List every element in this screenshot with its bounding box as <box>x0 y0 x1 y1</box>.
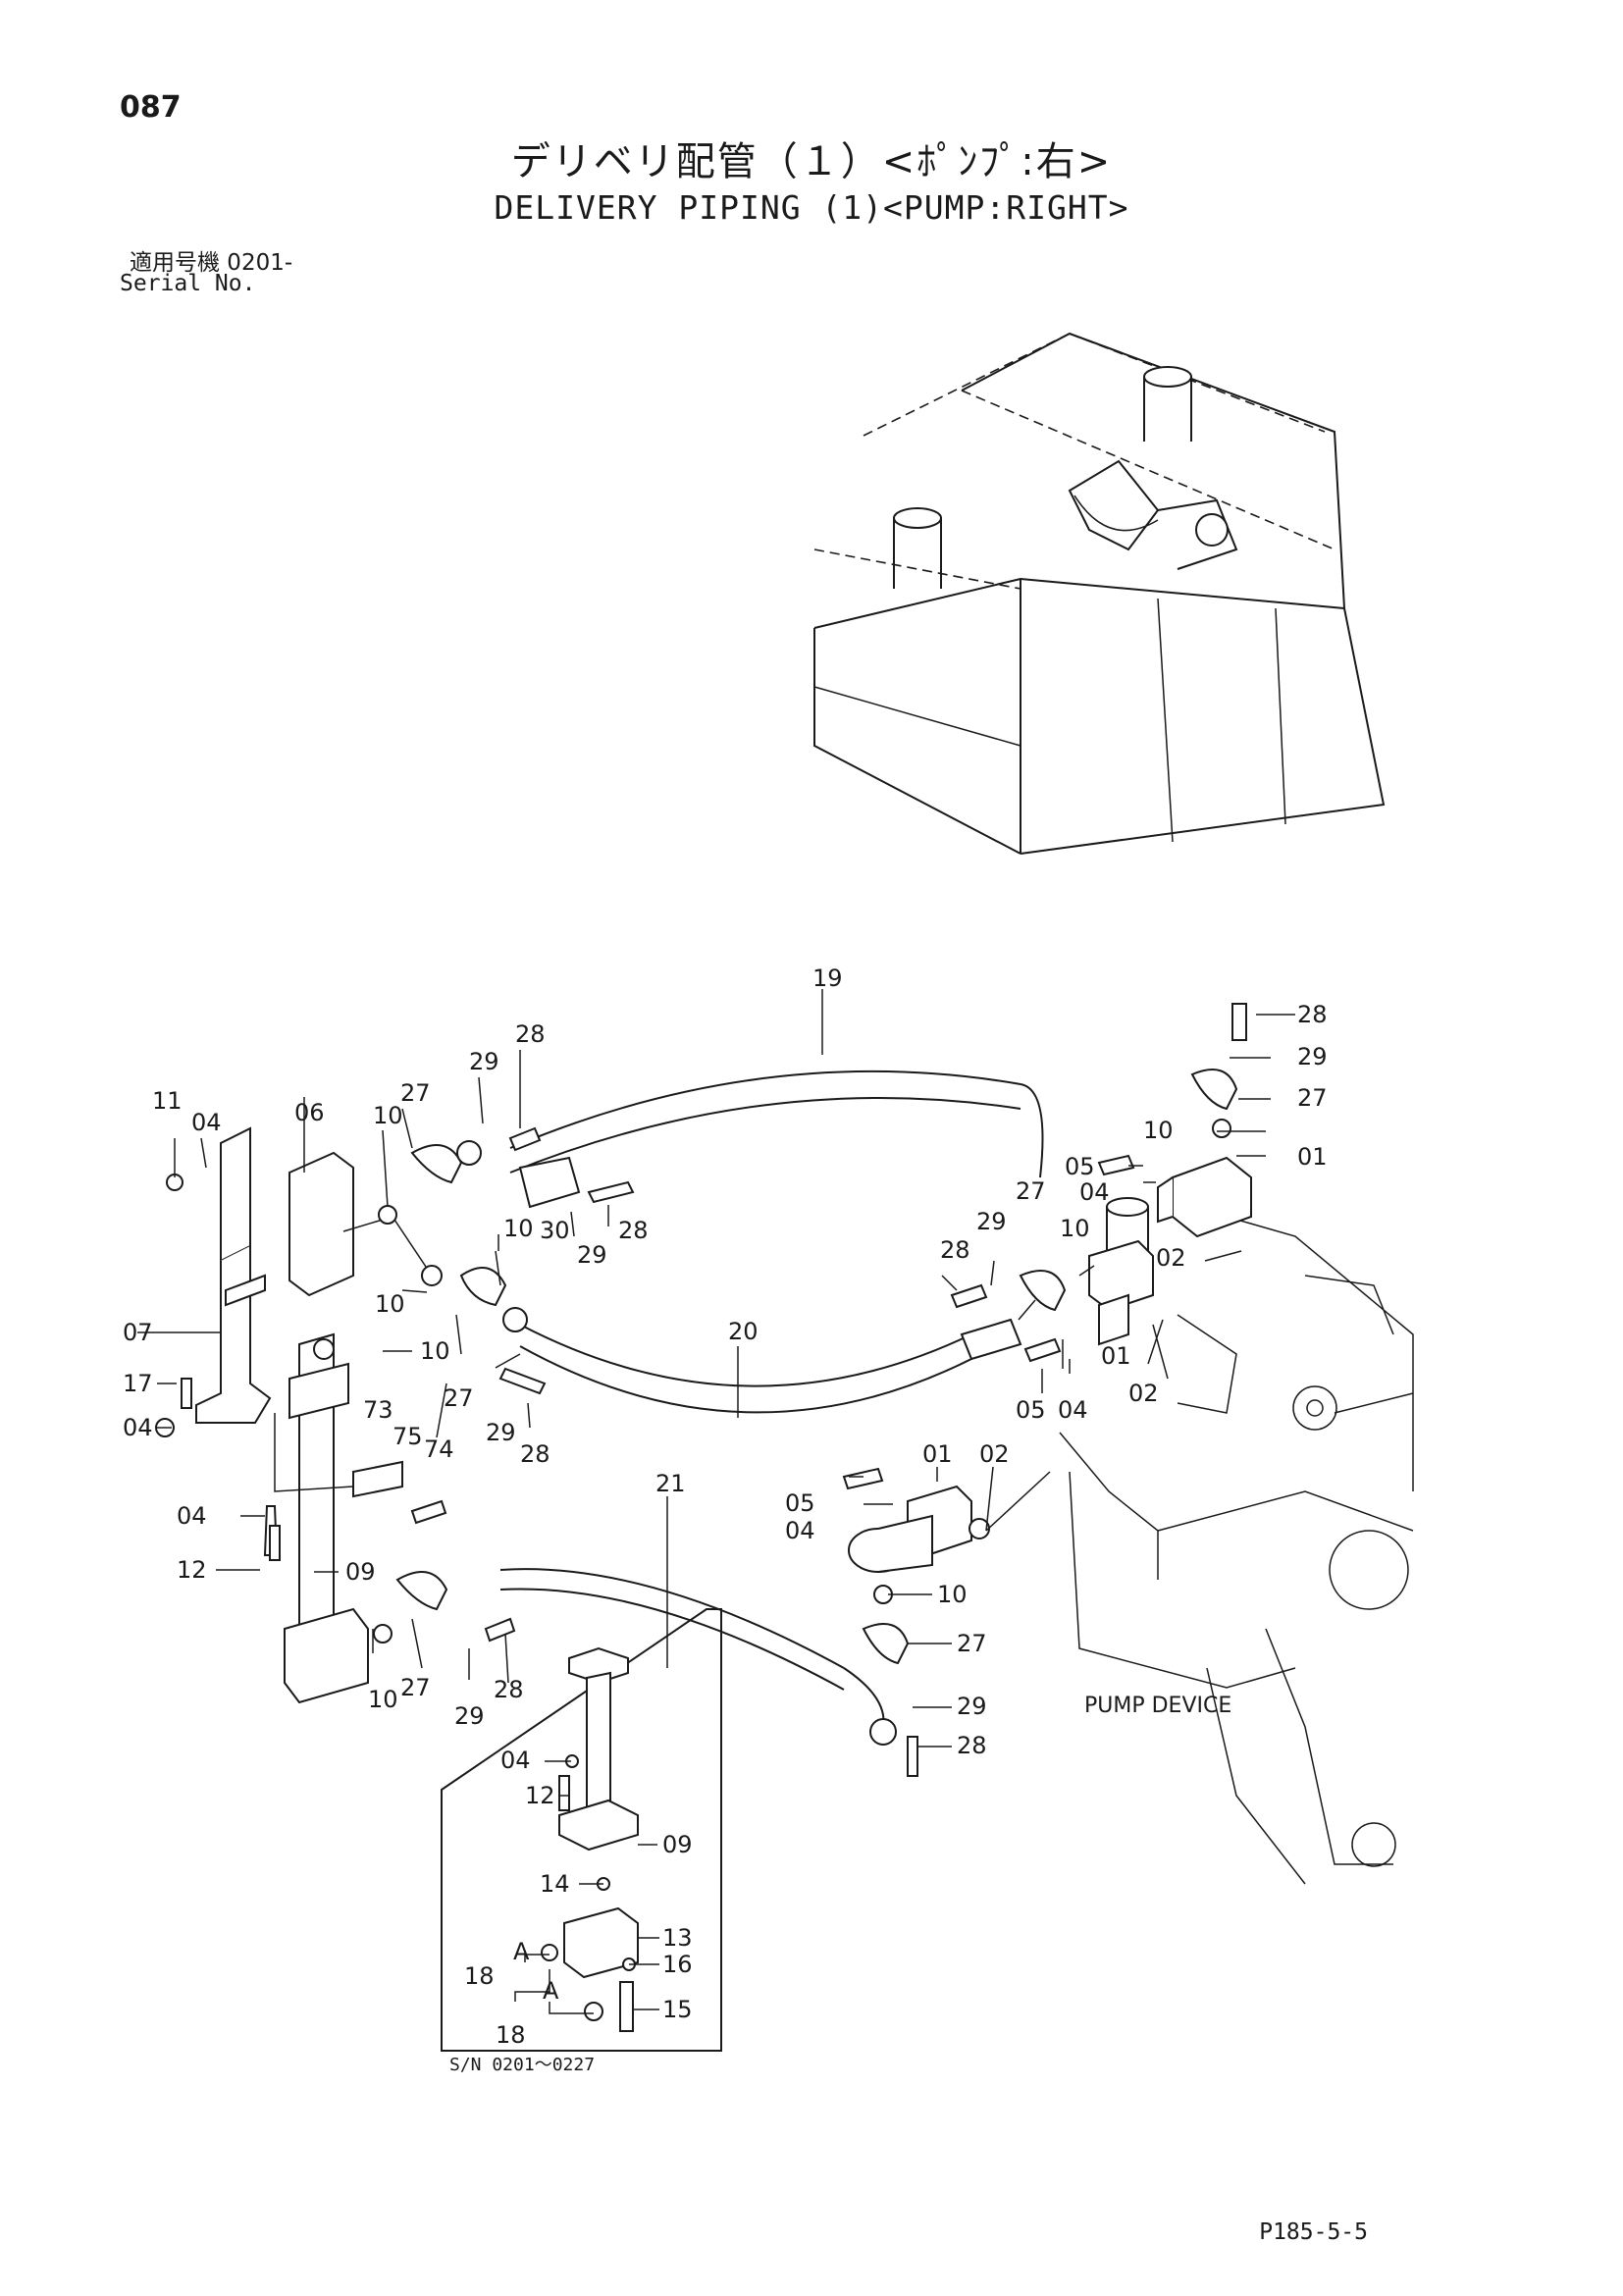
callout-10: 10 <box>1060 1215 1090 1242</box>
callout-28: 28 <box>515 1020 546 1048</box>
hose-fittings <box>313 1069 1238 1746</box>
callout-27: 27 <box>400 1674 431 1701</box>
callout-27: 27 <box>400 1079 431 1107</box>
callout-06: 06 <box>294 1099 325 1126</box>
callout-13: 13 <box>662 1924 693 1952</box>
callout-29: 29 <box>454 1702 485 1730</box>
callout-02: 02 <box>979 1440 1010 1468</box>
left-assembly-illustration <box>155 1126 433 1704</box>
callout-29: 29 <box>976 1208 1007 1235</box>
callout-29: 29 <box>957 1693 987 1720</box>
callout-09: 09 <box>662 1831 693 1858</box>
callout-10: 10 <box>373 1102 403 1129</box>
callout-07: 07 <box>123 1319 153 1346</box>
hose-19-line-b <box>509 1097 1021 1174</box>
callout-17: 17 <box>123 1370 153 1397</box>
callout-01: 01 <box>922 1440 953 1468</box>
callout-10: 10 <box>1143 1117 1174 1144</box>
callout-21: 21 <box>655 1470 686 1497</box>
callout-29: 29 <box>469 1048 499 1075</box>
callout-05: 05 <box>1065 1153 1095 1180</box>
callout-27: 27 <box>1297 1084 1328 1112</box>
callout-10: 10 <box>375 1290 405 1318</box>
hose-19-line <box>509 1070 1021 1149</box>
bolts-and-washers <box>181 1003 1247 1777</box>
callout-29: 29 <box>577 1241 607 1269</box>
callout-28: 28 <box>520 1440 550 1468</box>
callout-28: 28 <box>940 1236 970 1264</box>
page-footer-code: P185-5-5 <box>1259 2219 1368 2245</box>
callout-12: 12 <box>525 1782 555 1809</box>
callout-labels: 19 20 21 28 29 27 10 06 04 11 07 17 04 0… <box>123 965 1328 2075</box>
callout-02: 02 <box>1156 1244 1186 1272</box>
page-title-japanese: デリベリ配管（１）<ﾎﾟﾝﾌﾟ:右> <box>510 139 1113 184</box>
callout-04: 04 <box>1079 1178 1110 1206</box>
callout-04: 04 <box>191 1109 222 1136</box>
inset-serial-label: S/N 0201～0227 <box>449 2055 595 2075</box>
callout-28: 28 <box>1297 1001 1328 1028</box>
callout-04: 04 <box>123 1414 153 1441</box>
callout-10: 10 <box>420 1337 450 1365</box>
callout-A: A <box>513 1938 530 1965</box>
callout-15: 15 <box>662 1996 693 2023</box>
callout-04: 04 <box>500 1747 531 1774</box>
inset-detail-box <box>441 1608 722 2052</box>
pump-device-label: PUMP DEVICE <box>1084 1694 1231 1718</box>
serial-label-english: Serial No. <box>120 271 256 296</box>
callout-20: 20 <box>728 1318 759 1345</box>
callout-02: 02 <box>1128 1380 1159 1407</box>
callout-04: 04 <box>177 1502 207 1530</box>
machine-overview-illustration <box>813 332 1386 855</box>
callout-29: 29 <box>1297 1043 1328 1070</box>
callout-11: 11 <box>152 1087 183 1115</box>
leader-lines <box>137 989 1295 2014</box>
callout-10: 10 <box>368 1686 398 1713</box>
callout-01: 01 <box>1297 1143 1328 1171</box>
hose-21-line-b <box>499 1588 845 1691</box>
page-title-english: DELIVERY PIPING (1)<PUMP:RIGHT> <box>494 188 1129 227</box>
callout-A: A <box>543 1977 559 2005</box>
valve-units <box>848 1156 1252 1573</box>
callout-27: 27 <box>957 1630 987 1657</box>
callout-05: 05 <box>785 1489 815 1517</box>
callout-10: 10 <box>937 1581 968 1608</box>
callout-28: 28 <box>618 1217 649 1244</box>
callout-14: 14 <box>540 1870 570 1898</box>
hose-21-line <box>499 1568 845 1669</box>
hose-19-elbow <box>1020 1083 1044 1178</box>
callout-27: 27 <box>444 1384 474 1412</box>
callout-18: 18 <box>464 1962 495 1990</box>
callout-19: 19 <box>812 965 843 992</box>
callout-29: 29 <box>486 1419 516 1446</box>
callout-74: 74 <box>424 1435 454 1463</box>
callout-04: 04 <box>785 1517 815 1544</box>
callout-12: 12 <box>177 1556 207 1584</box>
callout-28: 28 <box>494 1676 524 1703</box>
callout-28: 28 <box>957 1732 987 1759</box>
callout-09: 09 <box>345 1558 376 1586</box>
callout-01: 01 <box>1101 1342 1131 1370</box>
serial-label-japanese: 適用号機 0201- <box>130 250 293 276</box>
callout-75: 75 <box>393 1423 423 1450</box>
hose-20-line-b <box>519 1345 972 1414</box>
callout-73: 73 <box>363 1396 393 1424</box>
callout-30: 30 <box>540 1217 570 1244</box>
hose-21-elbow <box>843 1667 885 1728</box>
callout-04: 04 <box>1058 1396 1088 1424</box>
page-number: 087 <box>120 90 182 125</box>
callout-27: 27 <box>1016 1177 1046 1205</box>
hose-20-line <box>519 1324 972 1387</box>
callout-05: 05 <box>1016 1396 1046 1424</box>
pump-device-illustration <box>1059 1216 1414 1885</box>
callout-18: 18 <box>496 2021 526 2049</box>
callout-10: 10 <box>503 1215 534 1242</box>
callout-16: 16 <box>662 1951 693 1978</box>
